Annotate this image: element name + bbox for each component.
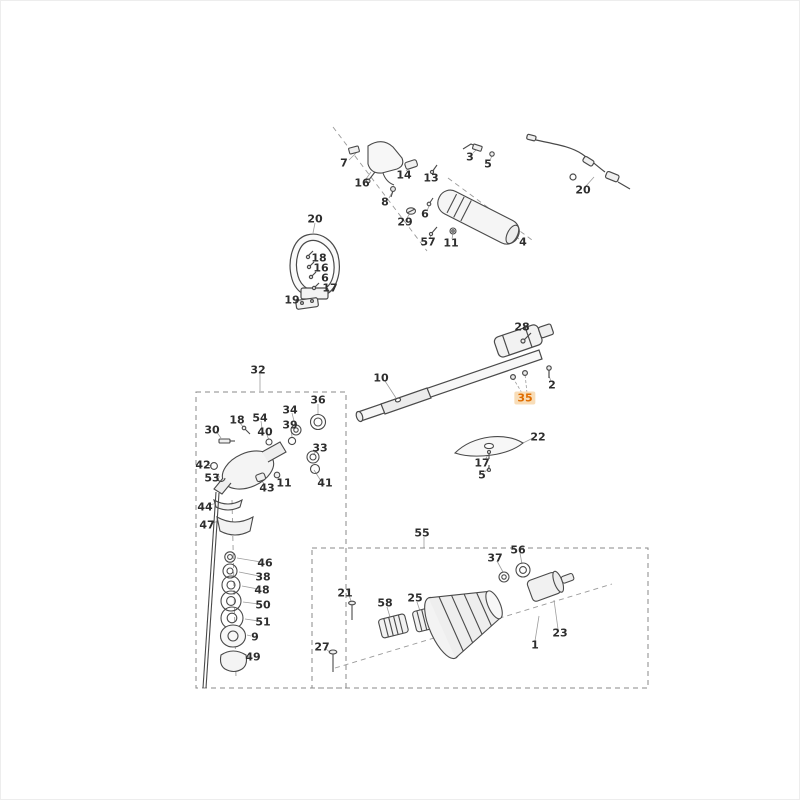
- part-number: 16: [313, 261, 329, 275]
- clutch-assembly-drawing: [328, 562, 575, 672]
- part-number: 6: [421, 207, 429, 221]
- drive-shaft-drawing: [355, 323, 554, 423]
- part-number: 38: [255, 570, 271, 584]
- throttle-cable-drawing: [526, 133, 631, 190]
- part-number: 20: [575, 183, 591, 197]
- part-number: 54: [252, 411, 268, 425]
- part-number: 18: [229, 413, 245, 427]
- part-number: 4: [519, 235, 527, 249]
- part-number: 13: [423, 171, 439, 185]
- part-number: 36: [310, 393, 326, 407]
- clutch-group-box: [311, 547, 649, 689]
- part-number: 11: [443, 236, 459, 250]
- part-number: 57: [420, 235, 436, 249]
- part-number: 50: [255, 598, 271, 612]
- part-number: 17: [474, 456, 490, 470]
- part-number: 5: [478, 468, 486, 482]
- part-number: 14: [396, 168, 412, 182]
- part-number: 41: [317, 476, 333, 490]
- part-number-highlighted: 35: [514, 391, 536, 405]
- part-number: 55: [414, 526, 430, 540]
- part-number: 34: [282, 403, 298, 417]
- part-number: 58: [377, 596, 393, 610]
- part-number: 25: [407, 591, 423, 605]
- part-number: 7: [340, 156, 348, 170]
- part-number: 2: [548, 378, 556, 392]
- part-number: 21: [337, 586, 353, 600]
- gear-head-drawing: [202, 413, 327, 689]
- part-number: 19: [284, 293, 300, 307]
- part-number: 11: [276, 476, 292, 490]
- gear-head-group-box: [195, 391, 347, 689]
- part-number: 22: [530, 430, 546, 444]
- part-number: 9: [251, 630, 259, 644]
- part-number: 27: [314, 640, 330, 654]
- part-number: 3: [466, 150, 474, 164]
- part-number: 23: [552, 626, 568, 640]
- part-number: 44: [197, 500, 213, 514]
- part-number: 33: [312, 441, 328, 455]
- part-number: 43: [259, 481, 275, 495]
- part-number: 56: [510, 543, 526, 557]
- throttle-assembly-drawing: [348, 141, 520, 245]
- part-number: 20: [307, 212, 323, 226]
- part-number: 49: [245, 650, 261, 664]
- part-number: 30: [204, 423, 220, 437]
- part-number: 53: [204, 471, 220, 485]
- part-number: 48: [254, 583, 270, 597]
- part-number: 32: [250, 363, 266, 377]
- part-number: 28: [514, 320, 530, 334]
- part-number: 1: [531, 638, 539, 652]
- part-number: 17: [322, 281, 338, 295]
- part-number: 42: [195, 458, 211, 472]
- part-number: 37: [487, 551, 503, 565]
- part-number: 5: [484, 157, 492, 171]
- part-number: 46: [257, 556, 273, 570]
- loop-handle-drawing: [289, 233, 340, 310]
- part-number: 47: [199, 518, 215, 532]
- part-number: 8: [381, 195, 389, 209]
- part-number: 40: [257, 425, 273, 439]
- part-number: 10: [373, 371, 389, 385]
- part-number: 51: [255, 615, 271, 629]
- part-number: 39: [282, 418, 298, 432]
- part-number: 16: [354, 176, 370, 190]
- mount-bracket-drawing: [453, 436, 524, 473]
- part-number: 6: [321, 271, 329, 285]
- part-number: 29: [397, 215, 413, 229]
- part-number: 18: [311, 251, 327, 265]
